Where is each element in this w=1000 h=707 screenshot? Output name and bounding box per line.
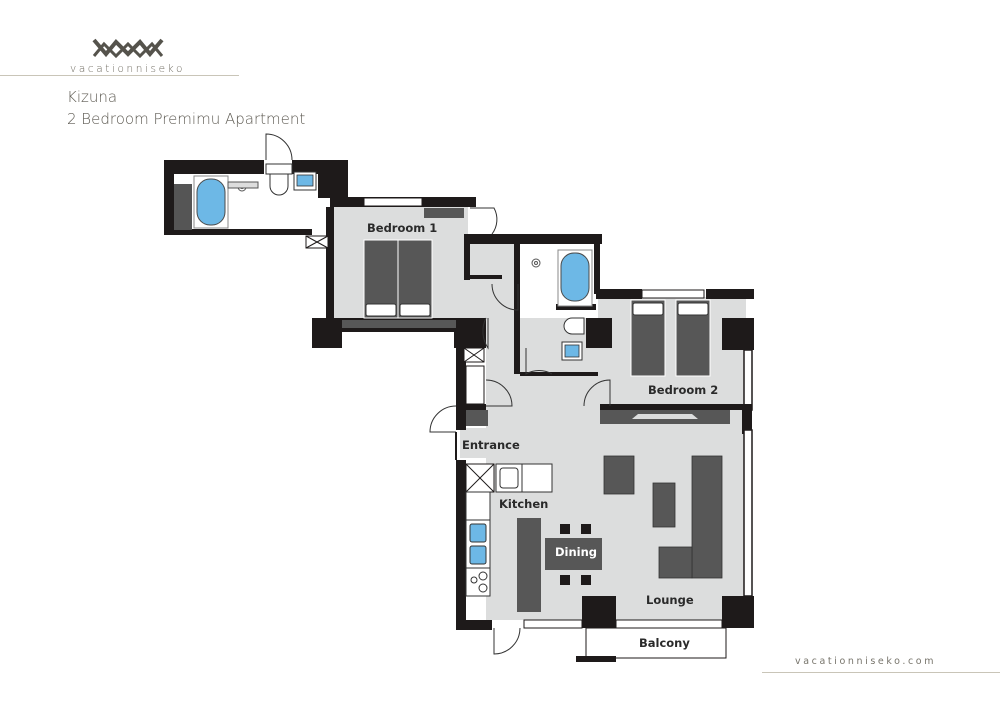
- kitchen-counter: [465, 463, 553, 612]
- room-label-bedroom-2: Bedroom 2: [648, 383, 719, 397]
- room-label-bedroom-1: Bedroom 1: [367, 221, 438, 235]
- woven-chevron-logo-icon: [92, 38, 164, 59]
- room-label-kitchen: Kitchen: [499, 497, 549, 511]
- bathtub-icon: [193, 175, 593, 307]
- room-label-lounge: Lounge: [646, 593, 694, 607]
- unit-type: 2 Bedroom Premimu Apartment: [67, 110, 306, 128]
- shower-icon: [227, 181, 541, 268]
- closets: [305, 208, 730, 493]
- header-divider: [0, 75, 239, 76]
- sofa-icon: [603, 455, 723, 579]
- sink-icon: [293, 171, 583, 361]
- footer-divider: [762, 672, 1000, 673]
- property-name: Kizuna: [67, 88, 118, 106]
- dining-table: [545, 524, 602, 585]
- room-label-balcony: Balcony: [639, 636, 690, 650]
- room-label-entrance: Entrance: [462, 438, 520, 452]
- door-swing-icon: [265, 133, 611, 655]
- bed-icon: [363, 239, 711, 377]
- brand-logo: [92, 36, 164, 60]
- toilet-icon: [265, 163, 585, 335]
- brand-name: vacationniseko: [70, 63, 186, 75]
- room-label-dining: Dining: [555, 545, 598, 559]
- footer-website: vacationniseko.com: [795, 656, 937, 667]
- stove-icon: [470, 571, 488, 593]
